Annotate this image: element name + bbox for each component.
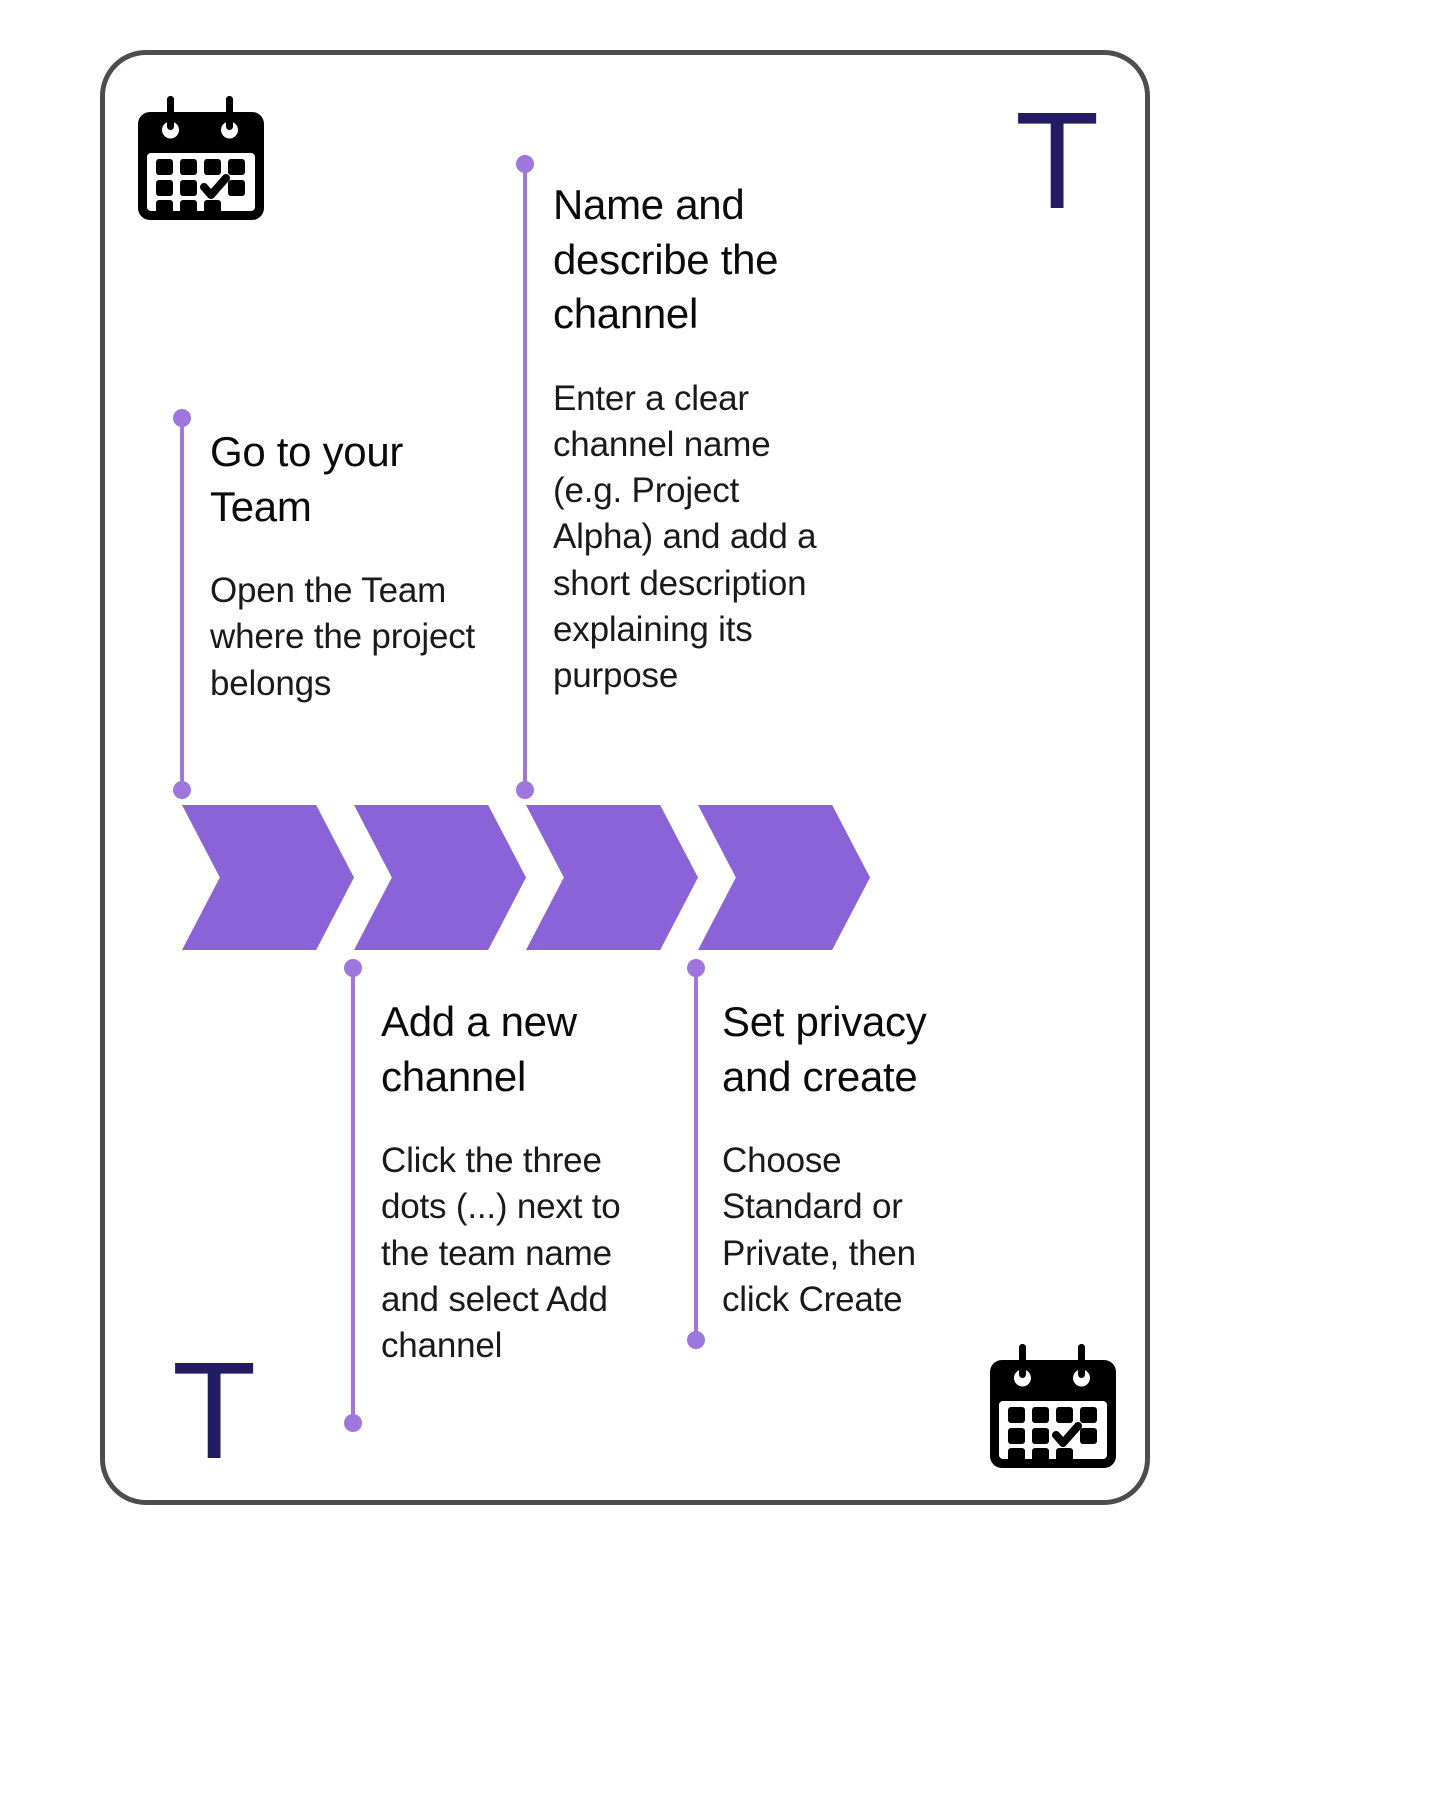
- step-2-title: Name and describe the channel: [553, 181, 779, 338]
- card-frame: [100, 50, 1150, 1505]
- step-4-body: Choose Standard or Private, then click C…: [722, 1141, 916, 1319]
- step-2-body: Enter a clear channel name (e.g. Project…: [553, 378, 817, 695]
- step-3-title: Add a new channel: [381, 998, 577, 1100]
- process-arrow-4: [698, 805, 870, 950]
- step-1-title: Go to your Team: [210, 428, 404, 530]
- step-4-title: Set privacy and create: [722, 998, 927, 1100]
- step-2: Name and describe the channel Enter a cl…: [553, 178, 843, 699]
- connector-line-step-1: [180, 418, 184, 790]
- connector-dot-bottom-step-2: [516, 781, 534, 799]
- connector-line-step-2: [523, 172, 527, 790]
- process-arrow-2: [354, 805, 526, 950]
- letter-t-bottom-left: T: [172, 1334, 257, 1488]
- spacer: [553, 342, 843, 376]
- step-3: Add a new channel Click the three dots (…: [381, 995, 656, 1369]
- connector-line-step-4: [694, 968, 698, 1340]
- spacer: [210, 534, 480, 568]
- calendar-check-icon: [136, 96, 266, 222]
- connector-dot-bottom-step-1: [173, 781, 191, 799]
- spacer: [722, 1104, 987, 1138]
- spacer: [381, 1104, 656, 1138]
- connector-dot-top-step-1: [173, 409, 191, 427]
- connector-dot-bottom-step-4: [687, 1331, 705, 1349]
- connector-dot-top-step-2: [516, 155, 534, 173]
- connector-dot-top-step-4: [687, 959, 705, 977]
- step-4: Set privacy and create Choose Standard o…: [722, 995, 987, 1323]
- calendar-check-icon: [988, 1344, 1118, 1470]
- connector-dot-top-step-3: [344, 959, 362, 977]
- letter-t-top-right: T: [1015, 84, 1100, 238]
- process-arrow-3: [526, 805, 698, 950]
- process-arrow-band: [182, 805, 870, 950]
- step-1-body: Open the Team where the project belongs: [210, 571, 476, 703]
- step-3-body: Click the three dots (...) next to the t…: [381, 1141, 621, 1365]
- connector-dot-bottom-step-3: [344, 1414, 362, 1432]
- connector-line-step-3: [351, 968, 355, 1424]
- step-1: Go to your Team Open the Team where the …: [210, 425, 480, 707]
- process-arrow-1: [182, 805, 354, 950]
